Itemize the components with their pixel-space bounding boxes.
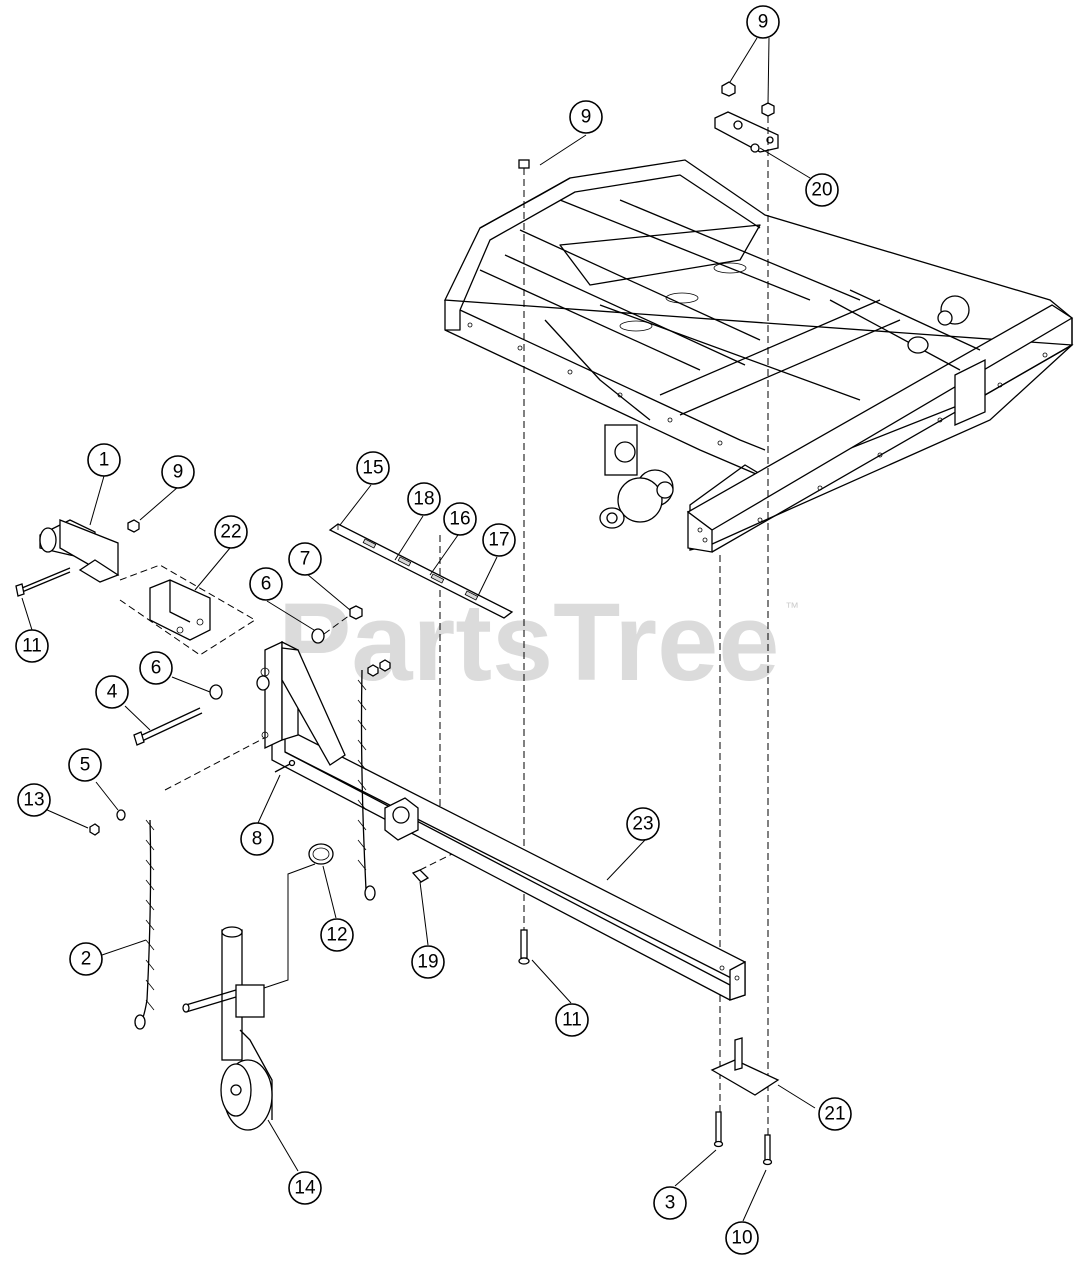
callout-11-left-label: 11: [22, 636, 42, 657]
callout-17[interactable]: 17: [482, 523, 516, 557]
callout-20[interactable]: 20: [805, 173, 839, 207]
washer-6-upper: [311, 628, 325, 644]
callout-18[interactable]: 18: [407, 482, 441, 516]
callout-3[interactable]: 3: [653, 1186, 687, 1220]
callout-23-label: 23: [632, 814, 653, 835]
callout-9-left-label: 9: [173, 462, 184, 483]
callout-22-label: 22: [220, 522, 241, 543]
bolt-3: [713, 1111, 724, 1148]
callout-10[interactable]: 10: [725, 1221, 759, 1255]
washer-6-lower: [209, 684, 223, 700]
watermark-trademark: ™: [785, 599, 799, 615]
callout-9-top-label: 9: [758, 12, 769, 33]
callout-15-label: 15: [362, 458, 383, 479]
chain-center: [357, 659, 391, 901]
callout-12[interactable]: 12: [320, 918, 354, 952]
callout-10-label: 10: [731, 1228, 752, 1249]
callout-6-lower[interactable]: 6: [139, 651, 173, 685]
callout-9-frame-label: 9: [581, 107, 592, 128]
callout-4-label: 4: [107, 682, 118, 703]
callout-5[interactable]: 5: [68, 748, 102, 782]
watermark-text: PartsTree: [278, 581, 779, 704]
bracket-22: [149, 579, 211, 641]
callout-8[interactable]: 8: [240, 822, 274, 856]
caster-wheel-14: [182, 926, 273, 1131]
leader-lines: [21, 37, 816, 1222]
callout-15[interactable]: 15: [356, 451, 390, 485]
nut-9-frame: [518, 159, 530, 169]
callout-18-label: 18: [413, 489, 434, 510]
callout-5-label: 5: [80, 755, 91, 776]
main-frame: [443, 159, 1074, 553]
callout-7[interactable]: 7: [288, 542, 322, 576]
callout-9-left[interactable]: 9: [161, 455, 195, 489]
callout-2[interactable]: 2: [69, 942, 103, 976]
callout-6-lower-label: 6: [151, 658, 162, 679]
callout-4[interactable]: 4: [95, 675, 129, 709]
bracket-20: [714, 111, 779, 153]
bracket-1: [39, 519, 120, 583]
chain-2: [134, 819, 155, 1030]
callout-9-top[interactable]: 9: [746, 5, 780, 39]
callout-19[interactable]: 19: [411, 945, 445, 979]
callout-20-label: 20: [811, 180, 832, 201]
callout-6-upper[interactable]: 6: [249, 567, 283, 601]
callout-1-label: 1: [99, 450, 110, 471]
callout-3-label: 3: [665, 1193, 676, 1214]
callout-21-label: 21: [824, 1104, 845, 1125]
nut-9-top-right: [761, 102, 775, 117]
bolt-4: [133, 707, 203, 746]
hitch-arm-23: [260, 640, 746, 1001]
nut-7: [349, 605, 363, 620]
nut-9-top-left: [721, 81, 736, 97]
spacer: [256, 675, 270, 691]
callout-6-upper-label: 6: [261, 574, 272, 595]
callout-13[interactable]: 13: [17, 783, 51, 817]
nut-9-left: [127, 519, 140, 533]
bolt-11-vertical: [518, 929, 530, 965]
callout-14-label: 14: [294, 1178, 316, 1199]
callout-17-label: 17: [488, 530, 509, 551]
callout-7-label: 7: [300, 549, 311, 570]
bolt-11-left: [15, 567, 71, 597]
callout-2-label: 2: [81, 949, 92, 970]
callout-14[interactable]: 14: [288, 1171, 322, 1205]
right-spindle-assembly: [907, 295, 970, 354]
pin-8: [274, 759, 296, 773]
nut-13: [89, 823, 100, 836]
washer-5: [116, 809, 126, 821]
callout-13-label: 13: [23, 790, 44, 811]
spindle-assembly: [599, 424, 674, 529]
ring-12: [308, 843, 334, 865]
bracket-21: [710, 1037, 780, 1096]
callout-11-left[interactable]: 11: [15, 629, 49, 663]
callout-16-label: 16: [449, 509, 470, 530]
callout-23[interactable]: 23: [626, 807, 660, 841]
callout-12-label: 12: [326, 925, 347, 946]
callout-1[interactable]: 1: [87, 443, 121, 477]
callout-16[interactable]: 16: [443, 502, 477, 536]
callout-9-frame[interactable]: 9: [569, 100, 603, 134]
slotted-bar: [328, 523, 514, 619]
callout-8-label: 8: [252, 829, 263, 850]
callout-19-label: 19: [417, 952, 438, 973]
callout-11-bottom[interactable]: 11: [555, 1003, 589, 1037]
callout-11-bottom-label: 11: [562, 1010, 582, 1031]
bolt-10: [762, 1134, 773, 1166]
callout-21[interactable]: 21: [818, 1097, 852, 1131]
clip-19: [411, 869, 430, 883]
callout-22[interactable]: 22: [214, 515, 248, 549]
